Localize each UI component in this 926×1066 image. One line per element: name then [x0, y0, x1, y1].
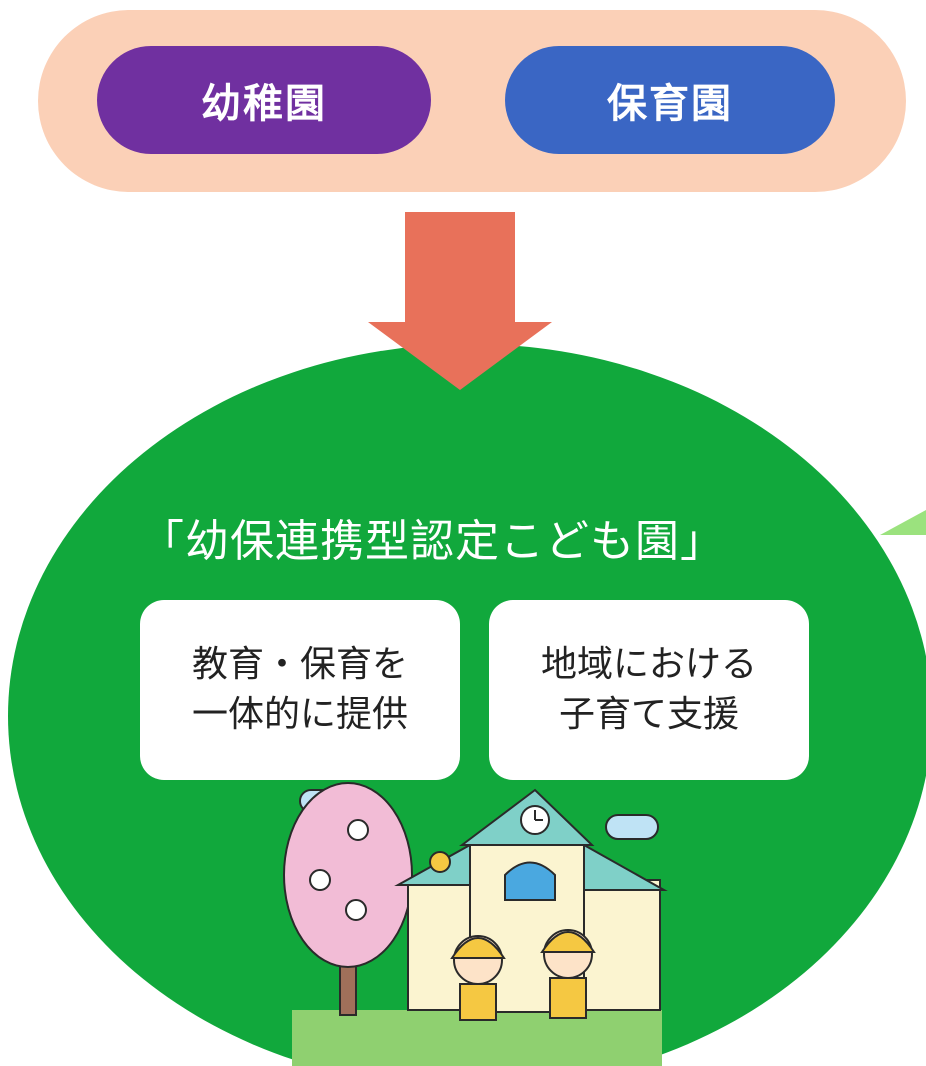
pill-nursery: 保育園	[505, 46, 835, 154]
main-title: 「幼保連携型認定こども園」	[140, 516, 725, 567]
feature-card-community: 地域における 子育て支援	[489, 600, 809, 780]
card-line: 子育て支援	[558, 694, 739, 735]
pill-nursery-label: 保育園	[607, 81, 733, 127]
pill-kindergarten: 幼稚園	[97, 46, 431, 154]
down-arrow-icon	[368, 212, 552, 390]
speech-wedge	[880, 510, 926, 535]
kindergarten-illustration-icon	[283, 782, 668, 1066]
feature-card-education: 教育・保育を 一体的に提供	[140, 600, 460, 780]
card-line: 教育・保育を	[191, 644, 408, 685]
pill-kindergarten-label: 幼稚園	[201, 81, 327, 127]
card-line: 一体的に提供	[191, 694, 408, 735]
card-line: 地域における	[540, 644, 757, 685]
